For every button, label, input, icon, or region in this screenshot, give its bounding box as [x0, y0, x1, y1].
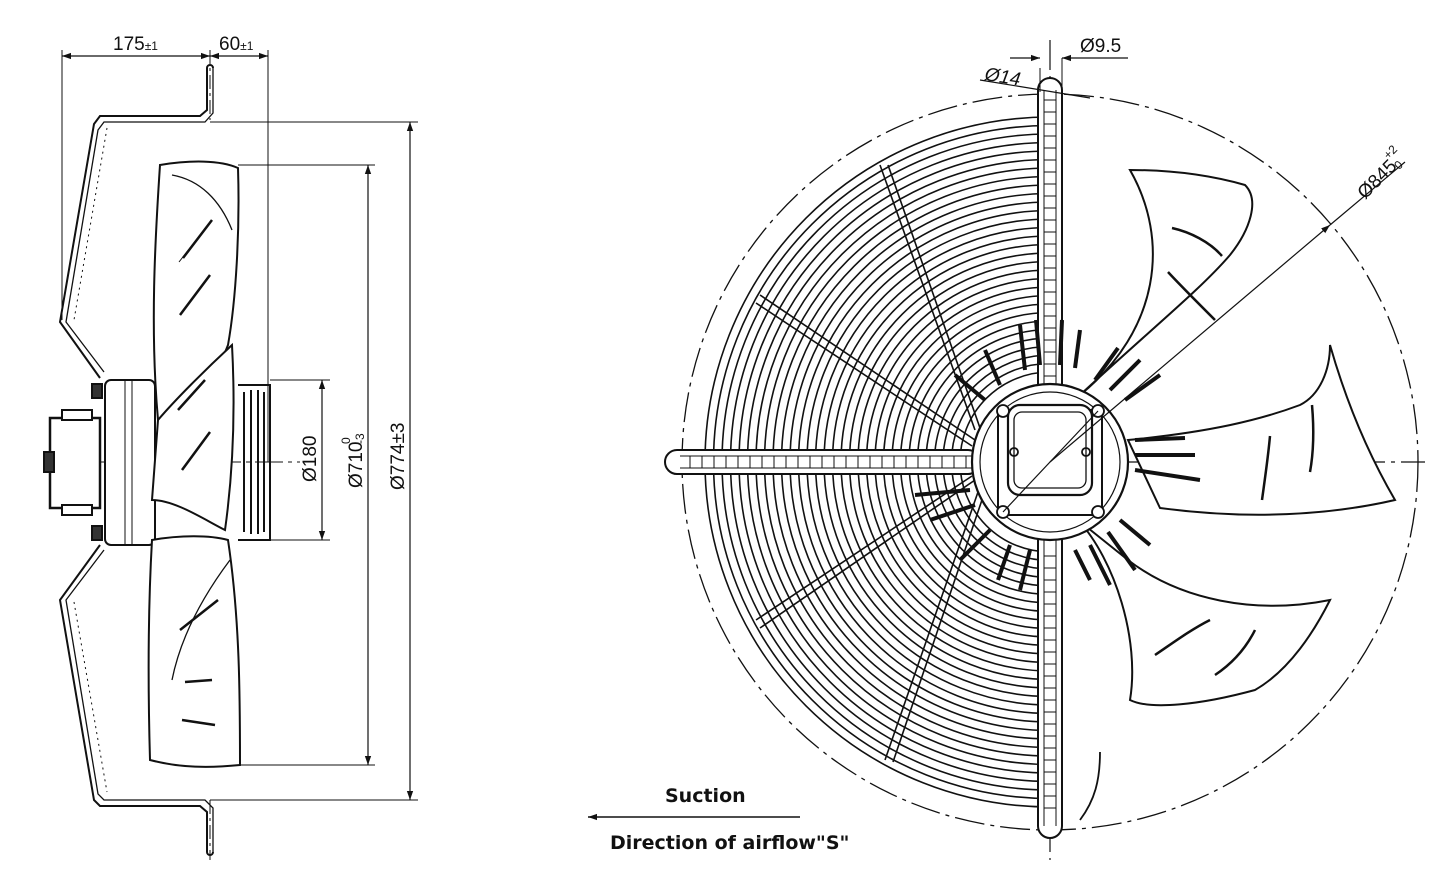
motor-rotor [104, 379, 156, 546]
blade-front-3 [1077, 519, 1332, 707]
svg-text:0: 0 [339, 437, 353, 444]
front-hub-fins [914, 319, 1201, 591]
blade-side-lower [147, 535, 242, 768]
terminal-cover [1006, 403, 1094, 497]
terminal-box [48, 416, 102, 510]
front-view [664, 40, 1425, 860]
svg-text:-3: -3 [353, 433, 367, 444]
dim-offset-text: 60±1 [219, 34, 254, 55]
airflow-indicator: Suction Direction of airflow"S" [588, 785, 849, 854]
dim-wire-text: Ø9.5 [1080, 36, 1121, 57]
dim-hole-text: Ø14 [982, 64, 1022, 91]
dim-outer-text: Ø845 +2 0 [1354, 142, 1406, 204]
grille-spokes [755, 164, 985, 763]
dim-blade-text: Ø710 0 -3 [339, 433, 367, 488]
blade-front-slots [1154, 226, 1315, 677]
dim-depth-text: 175±1 [113, 34, 158, 55]
mounting-bracket-top [58, 68, 208, 379]
blade-slots [177, 219, 219, 727]
dim-hub-text: Ø180 [300, 436, 321, 482]
blade-front-2 [1126, 344, 1397, 516]
hub-fins [238, 384, 271, 541]
mounting-bracket-bottom [58, 544, 208, 852]
suction-label: Suction [665, 785, 746, 807]
dim-line-outer [1049, 224, 1331, 463]
svg-text:Ø710: Ø710 [346, 442, 367, 488]
side-view [43, 50, 418, 860]
hub-bolts [996, 404, 1105, 519]
airflow-direction-label: Direction of airflow"S" [610, 832, 849, 854]
blade-side-middle [150, 342, 235, 532]
blade-front-1 [1079, 168, 1254, 396]
dim-mount-text: Ø774±3 [388, 423, 409, 490]
